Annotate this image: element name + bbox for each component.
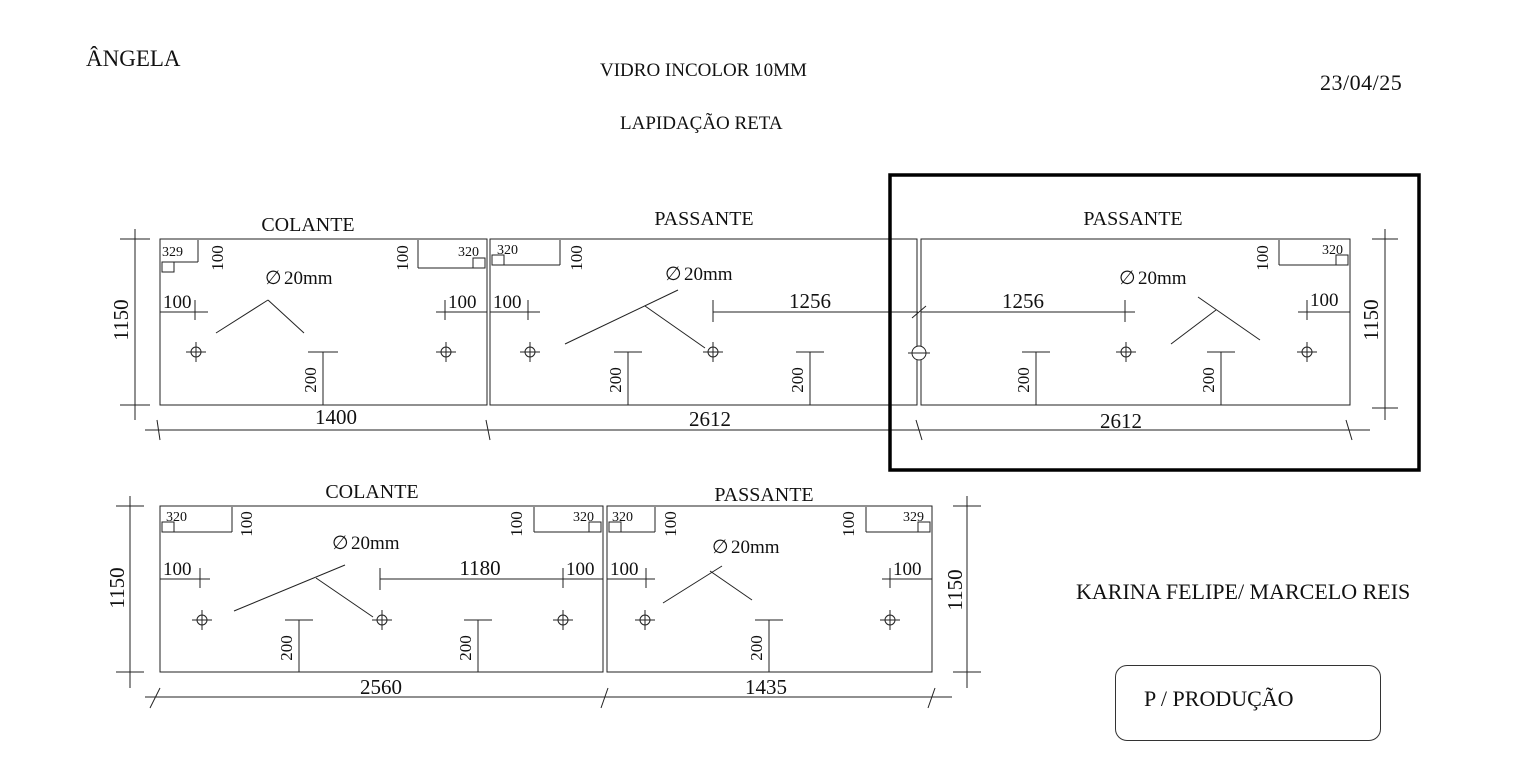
row2-panel-2-corner-left: 320 bbox=[612, 510, 633, 525]
row2-panel-1-outline bbox=[159, 505, 604, 673]
panel-1-corner-left-v: 100 bbox=[208, 245, 227, 271]
height-label-right: 1150 bbox=[1359, 299, 1383, 340]
panel-2-notch-left: 100 bbox=[493, 292, 522, 313]
row2-height-label-right: 1150 bbox=[943, 569, 967, 610]
finish-spec: LAPIDAÇÃO RETA bbox=[620, 113, 783, 134]
row2-panel-2-corner-left-v: 100 bbox=[661, 511, 680, 537]
row2-panel-1-corner-left: 320 bbox=[166, 510, 187, 525]
panel-1-hole-diameter: 20mm bbox=[284, 268, 333, 289]
panel-1-hole-diameter-icon: ∅ bbox=[265, 268, 282, 289]
row2-panel-1-hole-rise-2: 200 bbox=[456, 635, 475, 661]
row2-panel-1-width: 2560 bbox=[360, 675, 402, 699]
panel-2-hole-left bbox=[520, 342, 540, 362]
row2-panel-2-corner-right: 329 bbox=[903, 510, 924, 525]
panel-2-hole-diameter-icon: ∅ bbox=[665, 264, 682, 285]
panel-3-hole-rise-1: 200 bbox=[1014, 367, 1033, 393]
panel-2-title: PASSANTE bbox=[654, 208, 753, 230]
panel-3-hole-right bbox=[1297, 342, 1317, 362]
panel-2-hole-rise-1: 200 bbox=[606, 367, 625, 393]
joint-hole bbox=[908, 345, 930, 361]
panel-2-hole-diameter: 20mm bbox=[684, 264, 733, 285]
panel-3-hole-rise-2: 200 bbox=[1199, 367, 1218, 393]
row2-height-label-left: 1150 bbox=[105, 567, 129, 608]
panel-2-width: 2612 bbox=[689, 407, 731, 431]
panel-3-outline bbox=[920, 238, 1351, 406]
panel-1-corner-left: 329 bbox=[162, 245, 183, 260]
panel-2-hole-rise-2: 200 bbox=[788, 367, 807, 393]
row2-panel-2-notch-left: 100 bbox=[610, 559, 639, 580]
row2-panel-1-hole-spacing: 1180 bbox=[459, 556, 500, 580]
panel-2-hole-spacing: 1256 bbox=[789, 289, 831, 313]
panel-1-corner-right: 320 bbox=[458, 245, 479, 260]
row2-panel-2-hole-diameter: 20mm bbox=[731, 537, 780, 558]
responsible-persons: KARINA FELIPE/ MARCELO REIS bbox=[1076, 579, 1411, 604]
row2-panel-1-notch-left: 100 bbox=[163, 559, 192, 580]
row2-panel-2-hole-rise: 200 bbox=[747, 635, 766, 661]
row2-panel-1-hole-diameter-icon: ∅ bbox=[332, 533, 349, 554]
row2-panel-1-corner-right: 320 bbox=[573, 510, 594, 525]
panel-1-hole-rise: 200 bbox=[301, 367, 320, 393]
row2-panel-1-corner-right-v: 100 bbox=[507, 511, 526, 537]
panel-2-corner-left-v: 100 bbox=[567, 245, 586, 271]
panel-3-corner-right: 320 bbox=[1322, 243, 1343, 258]
row2-panel-1-title: COLANTE bbox=[325, 481, 418, 503]
panel-3-corner-right-v: 100 bbox=[1253, 245, 1272, 271]
order-date: 23/04/25 bbox=[1320, 70, 1403, 95]
stamp-label: P / PRODUÇÃO bbox=[1144, 686, 1294, 711]
row2-panel-2-width: 1435 bbox=[745, 675, 787, 699]
panel-3-hole-spacing: 1256 bbox=[1002, 289, 1044, 313]
row2-panel-1-hole-mid bbox=[372, 610, 392, 630]
panel-2-corner-left: 320 bbox=[497, 243, 518, 258]
panel-1-notch-right: 100 bbox=[448, 292, 477, 313]
row2: COLANTE PASSANTE 1150 1150 2560 1435 320… bbox=[105, 481, 981, 709]
row2-panel-1-notch-right: 100 bbox=[566, 559, 595, 580]
row2-panel-2-hole-diameter-icon: ∅ bbox=[712, 537, 729, 558]
panel-1-width: 1400 bbox=[315, 405, 357, 429]
panel-1-hole-right bbox=[436, 342, 456, 362]
height-label-left: 1150 bbox=[109, 299, 133, 340]
production-stamp: P / PRODUÇÃO bbox=[1115, 665, 1381, 741]
panel-3-title: PASSANTE bbox=[1083, 208, 1182, 230]
panel-1-corner-right-v: 100 bbox=[393, 245, 412, 271]
panel-3-notch-right: 100 bbox=[1310, 290, 1339, 311]
row2-panel-2-notch-right: 100 bbox=[893, 559, 922, 580]
panel-3-width: 2612 bbox=[1100, 409, 1142, 433]
panel-2-hole-right bbox=[703, 342, 723, 362]
client-name: ÂNGELA bbox=[86, 46, 181, 71]
panel-2-outline bbox=[489, 238, 918, 406]
row1: COLANTE PASSANTE PASSANTE 1150 1150 1400… bbox=[109, 173, 1421, 472]
panel-1-title: COLANTE bbox=[261, 214, 354, 236]
panel-3-hole-left bbox=[1116, 342, 1136, 362]
row2-panel-2-title: PASSANTE bbox=[714, 484, 813, 506]
row2-panel-1-hole-left bbox=[192, 610, 212, 630]
panel-3-hole-diameter: 20mm bbox=[1138, 268, 1187, 289]
panel-1-hole-left bbox=[186, 342, 206, 362]
row2-panel-1-hole-right bbox=[553, 610, 573, 630]
row2-panel-1-hole-rise-1: 200 bbox=[277, 635, 296, 661]
row2-panel-2-hole-left bbox=[635, 610, 655, 630]
panel-3-hole-diameter-icon: ∅ bbox=[1119, 268, 1136, 289]
glass-spec: VIDRO INCOLOR 10MM bbox=[600, 60, 807, 81]
panel-1-notch-left: 100 bbox=[163, 292, 192, 313]
row2-panel-2-corner-right-v: 100 bbox=[839, 511, 858, 537]
row2-panel-2-hole-right bbox=[880, 610, 900, 630]
row2-panel-1-hole-diameter: 20mm bbox=[351, 533, 400, 554]
row2-panel-1-corner-left-v: 100 bbox=[237, 511, 256, 537]
highlight-box bbox=[888, 173, 1421, 472]
